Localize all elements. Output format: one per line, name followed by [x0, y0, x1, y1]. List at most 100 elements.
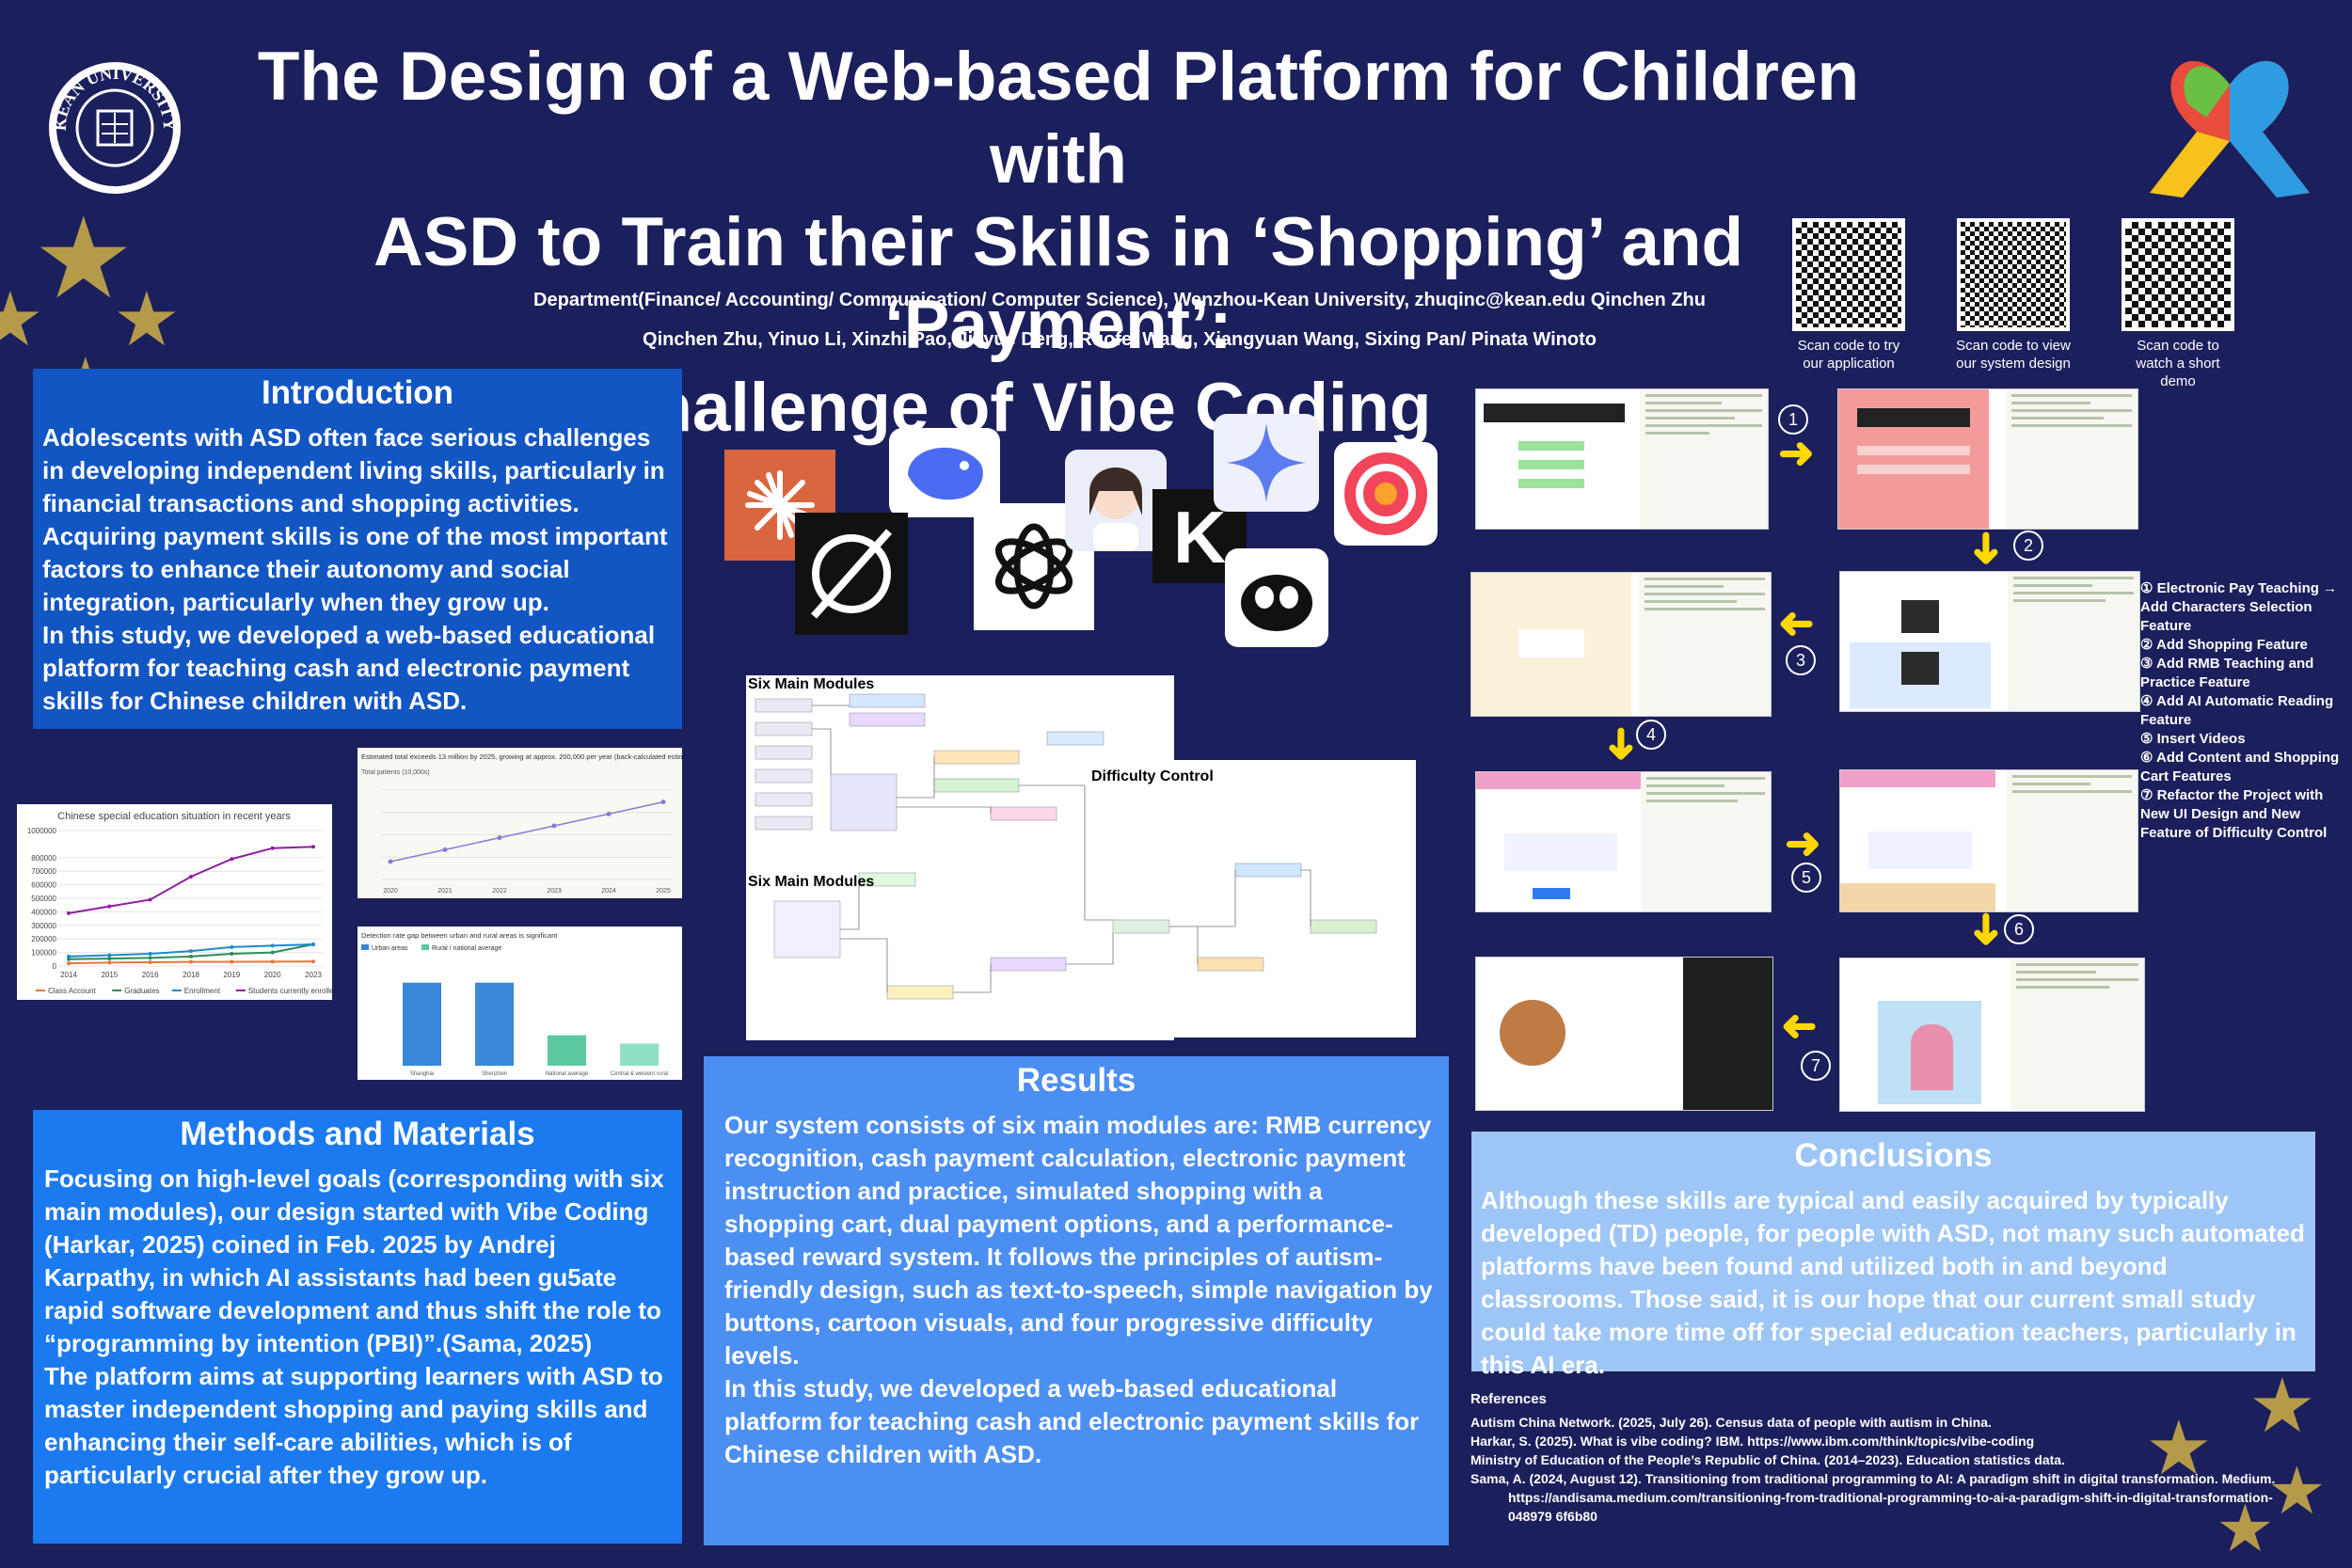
data-point: [660, 800, 666, 805]
step-item: ① Electronic Pay Teaching → Add Characte…: [2140, 580, 2338, 634]
data-point: [606, 811, 612, 816]
bar: [475, 982, 514, 1066]
diagram-label-six-modules-2: Six Main Modules: [748, 874, 874, 890]
x-tick-label: 2025: [656, 888, 671, 895]
x-tick-label: National average: [546, 1071, 589, 1077]
reference-item: Ministry of Education of the People’s Re…: [1470, 1452, 2065, 1467]
conclusions-heading: Conclusions: [1794, 1137, 1993, 1174]
data-point: [67, 911, 71, 915]
title-line-1: The Design of a Web-based Platform for C…: [257, 39, 1860, 198]
data-point: [107, 960, 112, 965]
x-tick-label: 2014: [60, 971, 77, 979]
data-point: [107, 904, 112, 909]
step-item: ③ Add RMB Teaching and Practice Feature: [2140, 656, 2314, 690]
data-point: [148, 956, 152, 960]
x-tick-label: 2023: [547, 888, 562, 895]
qr-code-app[interactable]: [1792, 218, 1905, 331]
data-point: [148, 959, 152, 964]
step-item: ⑦ Refactor the Project with New UI Desig…: [2140, 787, 2328, 841]
chart-title: Estimated total exceeds 13 million by 20…: [361, 752, 682, 761]
x-tick-label: Shanghai: [410, 1071, 434, 1077]
introduction-section: Introduction Adolescents with ASD often …: [33, 369, 682, 729]
data-point: [230, 944, 234, 949]
step-item: ② Add Shopping Feature: [2140, 637, 2308, 653]
data-point: [189, 949, 193, 954]
svg-text:K: K: [1173, 496, 1226, 578]
data-point: [270, 943, 275, 948]
data-point: [311, 942, 315, 946]
data-point: [189, 959, 193, 964]
star-icon: ★: [2267, 1454, 2327, 1528]
qr-code-design[interactable]: [1957, 218, 2070, 331]
x-tick-label: 2015: [101, 971, 118, 979]
chart-title: Chinese special education situation in r…: [57, 811, 291, 822]
references-section: References Autism China Network. (2025, …: [1470, 1390, 2280, 1526]
data-point: [311, 959, 315, 964]
y-axis-label: Total patients (10,000s): [361, 769, 430, 776]
data-point: [551, 823, 557, 829]
data-point: [311, 845, 315, 849]
qr-group: Scan code to try our application Scan co…: [1788, 218, 2239, 389]
data-point: [107, 957, 112, 961]
doubao-icon: [1334, 442, 1438, 546]
arrow-right-icon: ➜: [1778, 428, 1815, 477]
step-number: 7: [1801, 1051, 1831, 1081]
arrow-left-icon: ➜: [1781, 1004, 1818, 1053]
arrow-left-icon: ➜: [1778, 601, 1815, 650]
methods-body: Focusing on high-level goals (correspond…: [44, 1164, 664, 1489]
qr-caption-design: Scan code to view our system design: [1956, 338, 2071, 372]
results-section: Results Our system consists of six main …: [704, 1056, 1449, 1545]
step-item: ⑤ Insert Videos: [2140, 731, 2246, 747]
x-tick-label: 2021: [437, 888, 453, 895]
methods-section: Methods and Materials Focusing on high-l…: [33, 1110, 682, 1544]
results-heading: Results: [1016, 1062, 1136, 1099]
series-line: [389, 800, 664, 863]
data-point: [189, 954, 193, 958]
development-steps-list: ① Electronic Pay Teaching → Add Characte…: [2140, 579, 2343, 843]
y-tick-label: 600000: [31, 881, 56, 890]
step-number: 3: [1786, 645, 1816, 675]
reference-item: Harkar, S. (2025). What is vibe coding? …: [1470, 1433, 2035, 1449]
data-point: [148, 952, 152, 957]
results-body: Our system consists of six main modules …: [724, 1111, 1433, 1468]
reference-item: Sama, A. (2024, August 12). Transitionin…: [1470, 1471, 2276, 1524]
x-tick-label: 2024: [601, 888, 616, 895]
x-tick-label: 2018: [183, 971, 199, 979]
data-point: [148, 897, 152, 902]
diagram-label-difficulty: Difficulty Control: [1091, 768, 1214, 784]
x-tick-label: 2016: [142, 971, 159, 979]
y-tick-label: 0: [53, 962, 57, 971]
x-tick-label: Central & western rural: [611, 1071, 668, 1077]
qr-caption-app: Scan code to try our application: [1797, 338, 1900, 372]
star-icon: ★: [2216, 1492, 2275, 1565]
assistant-avatar-icon: [1065, 450, 1167, 551]
diagram-label-six-modules-1: Six Main Modules: [748, 676, 874, 692]
dev-screenshot-8: [1839, 958, 2145, 1112]
data-point: [189, 874, 193, 879]
step-number: 4: [1636, 720, 1666, 750]
star-icon: ★: [2249, 1364, 2316, 1448]
data-point: [230, 959, 234, 964]
series-line: [68, 846, 314, 914]
conclusions-section: Conclusions Although these skills are ty…: [1471, 1132, 2315, 1379]
x-tick-label: 2020: [264, 971, 281, 979]
qr-caption-demo: Scan code to watch a short demo: [2136, 338, 2220, 389]
detection-rate-chart: Detection rate gap between urban and rur…: [358, 927, 682, 1080]
y-tick-label: 200000: [31, 935, 56, 943]
references-heading: References: [1470, 1391, 1547, 1407]
qr-code-demo[interactable]: [2122, 218, 2234, 331]
data-point: [270, 950, 275, 955]
step-number: 6: [2004, 914, 2034, 944]
authors: Qinchen Zhu, Yinuo Li, Xinzhi Pao, Jiayu…: [643, 329, 1597, 350]
legend-label: Class Account: [48, 987, 96, 995]
legend-label: Students currently enrolled: [248, 987, 332, 995]
dev-screenshot-6: [1839, 769, 2138, 912]
special-education-chart: Chinese special education situation in r…: [17, 804, 338, 1000]
step-item: ⑥ Add Content and Shopping Cart Features: [2140, 750, 2340, 784]
kean-logo: KEAN UNIVERSITY: [45, 58, 184, 198]
x-tick-label: 2019: [223, 971, 240, 979]
y-tick-label: 100000: [31, 949, 56, 958]
affiliation: Department(Finance/ Accounting/ Communic…: [533, 290, 1706, 310]
star-icon: ★: [113, 277, 181, 361]
copilot-icon: [1225, 548, 1328, 647]
